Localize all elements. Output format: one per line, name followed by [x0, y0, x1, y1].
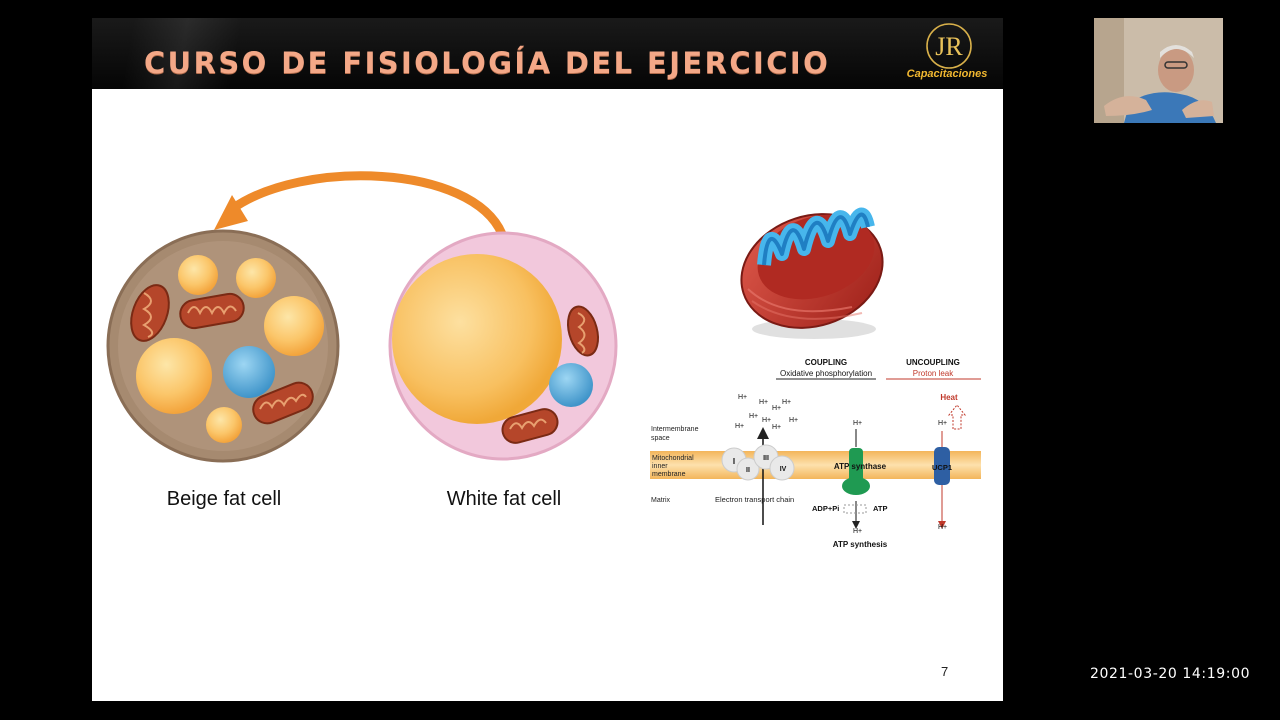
proton: H+ — [772, 405, 781, 412]
membrane-label-1: Mitochondrial — [652, 455, 694, 462]
jr-logo-emblem: JR — [926, 23, 972, 69]
membrane-label-2: inner — [652, 463, 668, 470]
proton: H+ — [853, 528, 862, 535]
proton-cluster: H+ H+ H+ H+ H+ H+ H+ H+ H+ — [735, 394, 798, 431]
beige-cell-label: Beige fat cell — [167, 488, 282, 510]
adp-pi-label: ADP+Pi — [812, 504, 839, 513]
presenter-video — [1094, 18, 1223, 123]
mitochondrion — [252, 381, 314, 425]
lipid-droplet — [178, 255, 218, 295]
uncoupling-heading: UNCOUPLING — [906, 358, 960, 367]
slide-title: CURSO DE FISIOLOGÍA DEL EJERCICIO — [144, 46, 831, 80]
electron-transport-chain: I II III IV — [721, 427, 795, 525]
nucleus — [549, 363, 593, 407]
complex-2: II — [746, 467, 750, 474]
atp-synthesis-label: ATP synthesis — [833, 540, 888, 549]
proton: H+ — [735, 423, 744, 430]
webcam-thumbnail — [1094, 18, 1223, 123]
slide-banner: CURSO DE FISIOLOGÍA DEL EJERCICIO JR Cap… — [92, 18, 1003, 89]
intermembrane-label-2: space — [651, 435, 670, 442]
mitochondrion-illustration — [740, 207, 884, 339]
jr-logo: JR Capacitaciones — [897, 20, 997, 86]
mitochondrion — [179, 292, 245, 330]
coupling-subheading: Oxidative phosphorylation — [780, 369, 872, 378]
proton: H+ — [782, 399, 791, 406]
mitochondrion — [130, 284, 170, 342]
mitochondrion — [567, 305, 599, 357]
heat-arrow-icon — [947, 404, 967, 430]
proton: H+ — [938, 420, 947, 427]
recording-timestamp: 2021-03-20 14:19:00 — [1090, 666, 1251, 682]
mitochondrion — [501, 408, 559, 444]
proton: H+ — [853, 420, 862, 427]
white-cell-label: White fat cell — [447, 488, 561, 510]
membrane-label-3: membrane — [652, 471, 686, 478]
nucleus — [223, 346, 275, 398]
slide-diagram: Beige fat cell White fat cell — [106, 171, 981, 549]
lipid-droplet — [264, 296, 324, 356]
inner-membrane — [650, 451, 981, 479]
proton: H+ — [738, 394, 747, 401]
atp-synthase — [842, 448, 870, 529]
coupling-schematic: COUPLING Oxidative phosphorylation UNCOU… — [650, 358, 981, 549]
proton: H+ — [762, 417, 771, 424]
coupling-heading: COUPLING — [805, 358, 847, 367]
proton: H+ — [772, 424, 781, 431]
complex-4: IV — [780, 466, 787, 473]
etc-label: Electron transport chain — [715, 495, 794, 504]
lipid-droplet — [236, 258, 276, 298]
transition-arrow — [214, 171, 507, 239]
proton: H+ — [938, 524, 947, 531]
uncoupling-subheading: Proton leak — [913, 369, 954, 378]
banner-light-streak — [92, 18, 312, 89]
heat-label: Heat — [940, 393, 958, 402]
ucp1-label: UCP1 — [932, 463, 952, 472]
beige-fat-cell — [106, 229, 340, 463]
proton: H+ — [759, 399, 768, 406]
lipid-droplet — [136, 338, 212, 414]
proton: H+ — [789, 417, 798, 424]
proton: H+ — [749, 413, 758, 420]
slide: CURSO DE FISIOLOGÍA DEL EJERCICIO JR Cap… — [92, 18, 1003, 701]
complex-3: III — [763, 455, 769, 462]
lipid-droplet — [206, 407, 242, 443]
page-number: 7 — [941, 664, 949, 679]
atp-synthase-label: ATP synthase — [834, 462, 887, 471]
ucp1-protein — [934, 447, 950, 485]
logo-text: Capacitaciones — [906, 68, 988, 80]
atp-label: ATP — [873, 504, 887, 513]
complex-1: I — [733, 457, 735, 466]
lipid-droplet — [392, 254, 562, 424]
logo-monogram: JR — [935, 32, 963, 61]
intermembrane-label-1: Intermembrane — [651, 426, 699, 433]
matrix-label: Matrix — [651, 497, 671, 504]
white-fat-cell — [388, 231, 618, 461]
